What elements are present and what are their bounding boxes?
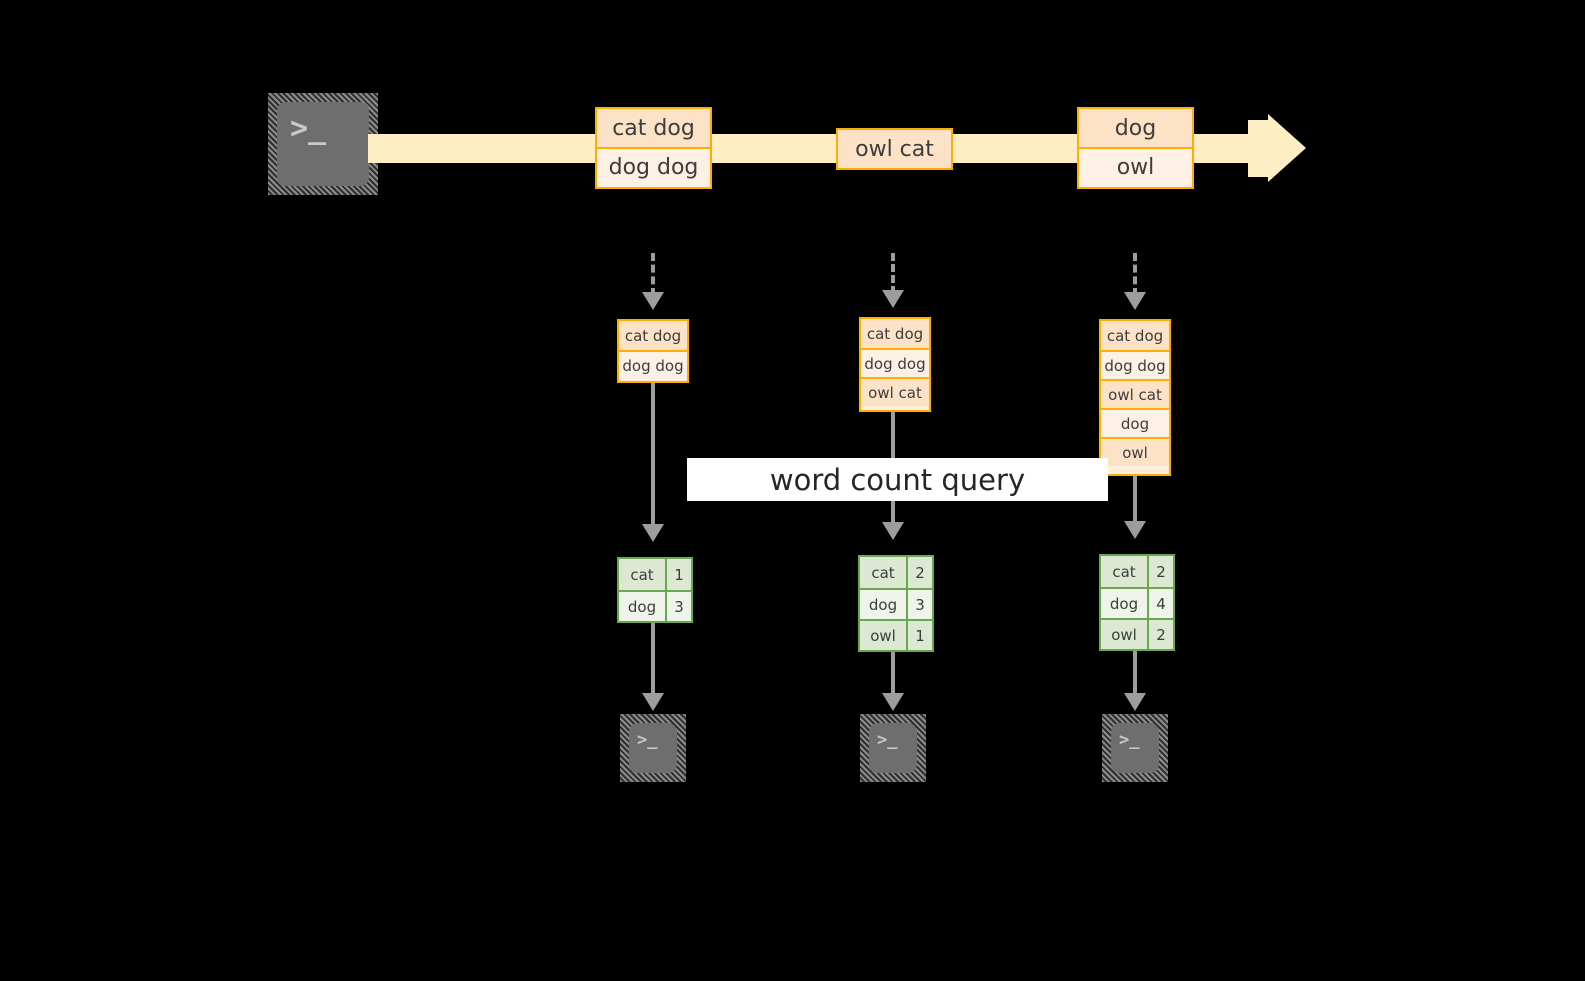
result-count: 2	[1147, 620, 1173, 649]
result-word: cat	[619, 559, 665, 590]
stream-message: cat dog	[597, 109, 710, 147]
buffer-message: dog dog	[1101, 350, 1169, 379]
table-row: cat 1	[619, 559, 691, 590]
terminal-prompt-glyph: >_	[290, 111, 327, 146]
buffer-message: cat dog	[619, 321, 687, 350]
snapshot-1-buffer[interactable]: cat dog dog dog	[617, 319, 689, 383]
sink-connector-1	[651, 623, 655, 697]
buffer-message: cat dog	[1101, 321, 1169, 350]
query-connector-arrow-3	[1124, 521, 1146, 539]
result-count: 1	[665, 559, 691, 590]
buffer-message: owl	[1101, 437, 1169, 466]
result-count: 1	[906, 621, 932, 650]
stream-message: dog dog	[597, 147, 710, 185]
source-terminal-body: >_	[277, 102, 369, 186]
terminal-prompt-glyph: >_	[877, 730, 898, 750]
table-row: owl 2	[1101, 618, 1173, 649]
table-row: owl 1	[860, 619, 932, 650]
query-label-text: word count query	[769, 462, 1026, 497]
result-word: dog	[619, 592, 665, 621]
query-connector-arrow-1	[642, 524, 664, 542]
sink-connector-arrow-1	[642, 693, 664, 711]
terminal-prompt-glyph: >_	[1119, 730, 1140, 750]
stream-message-group-3[interactable]: dog owl	[1077, 107, 1194, 189]
dashed-connector-arrow-3	[1124, 292, 1146, 310]
table-row: dog 4	[1101, 587, 1173, 618]
stream-message: dog	[1079, 109, 1192, 147]
result-word: owl	[1101, 620, 1147, 649]
result-word: cat	[860, 557, 906, 588]
query-connector-3	[1133, 476, 1137, 525]
table-row: cat 2	[860, 557, 932, 588]
result-count: 3	[906, 590, 932, 619]
stream-message: owl	[1079, 147, 1192, 185]
snapshot-2-result-table[interactable]: cat 2 dog 3 owl 1	[858, 555, 934, 652]
snapshot-1-sink-terminal-icon: >_	[620, 714, 686, 782]
terminal-prompt-glyph: >_	[637, 730, 658, 750]
sink-connector-arrow-2	[882, 693, 904, 711]
snapshot-2-buffer[interactable]: cat dog dog dog owl cat	[859, 317, 931, 412]
result-count: 2	[906, 557, 932, 588]
result-count: 2	[1147, 556, 1173, 587]
result-word: owl	[860, 621, 906, 650]
snapshot-2-sink-terminal-icon: >_	[860, 714, 926, 782]
sink-connector-2	[891, 652, 895, 697]
snapshot-1-result-table[interactable]: cat 1 dog 3	[617, 557, 693, 623]
stream-message: owl cat	[838, 130, 951, 168]
buffer-message: owl cat	[1101, 379, 1169, 408]
snapshot-3-sink-terminal-icon: >_	[1102, 714, 1168, 782]
stream-arrowhead	[1268, 114, 1306, 182]
dashed-connector-arrow-2	[882, 290, 904, 308]
result-word: dog	[860, 590, 906, 619]
snapshot-3-buffer[interactable]: cat dog dog dog owl cat dog owl	[1099, 319, 1171, 476]
sink-terminal-body: >_	[629, 723, 677, 773]
table-row: dog 3	[619, 590, 691, 621]
query-connector-1	[651, 383, 655, 528]
buffer-message: dog dog	[861, 348, 929, 377]
buffer-message: dog dog	[619, 350, 687, 379]
snapshot-3-result-table[interactable]: cat 2 dog 4 owl 2	[1099, 554, 1175, 651]
sink-connector-arrow-3	[1124, 693, 1146, 711]
source-terminal-icon: >_	[268, 93, 378, 195]
result-word: cat	[1101, 556, 1147, 587]
sink-connector-3	[1133, 651, 1137, 697]
table-row: cat 2	[1101, 556, 1173, 587]
result-count: 4	[1147, 589, 1173, 618]
query-connector-arrow-2	[882, 522, 904, 540]
stream-message-group-1[interactable]: cat dog dog dog	[595, 107, 712, 189]
buffer-message: dog	[1101, 408, 1169, 437]
stream-message-group-2[interactable]: owl cat	[836, 128, 953, 170]
result-word: dog	[1101, 589, 1147, 618]
buffer-message: owl cat	[861, 377, 929, 406]
dashed-connector-arrow-1	[642, 292, 664, 310]
table-row: dog 3	[860, 588, 932, 619]
stream-band-tail	[1248, 120, 1272, 177]
sink-terminal-body: >_	[869, 723, 917, 773]
buffer-message: cat dog	[861, 319, 929, 348]
dashed-connector-2	[891, 253, 895, 294]
result-count: 3	[665, 592, 691, 621]
query-label-band: word count query	[687, 458, 1108, 501]
dashed-connector-3	[1133, 253, 1137, 296]
dashed-connector-1	[651, 253, 655, 296]
sink-terminal-body: >_	[1111, 723, 1159, 773]
